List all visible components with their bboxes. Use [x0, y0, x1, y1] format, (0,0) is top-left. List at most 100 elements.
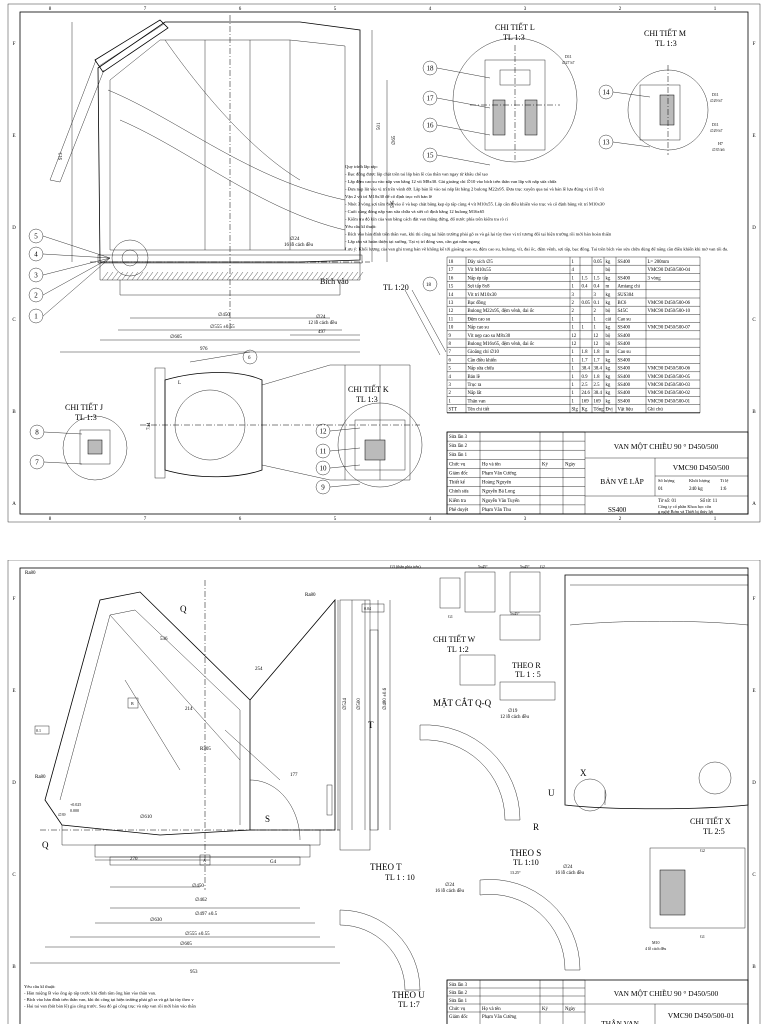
gdt-frame-2 — [361, 603, 385, 613]
bom-cell: 169 — [594, 399, 602, 404]
title2-row-label: Sửa lần 1 — [449, 999, 468, 1004]
detail-j — [62, 415, 128, 481]
lever-scale: TL 1:20 — [383, 283, 409, 292]
balloon-15-label: 15 — [427, 152, 435, 160]
bom-cell: 12 — [572, 342, 577, 347]
balloon-9: 9 — [315, 479, 331, 495]
bom-cell: Sợi tấp 8x8 — [468, 285, 491, 290]
bom-cell: 10 — [449, 326, 454, 331]
title2-col-date: Ngày — [565, 1007, 576, 1012]
dim-d555: ∅555 ±0.55 — [210, 324, 235, 330]
bom-cell: VMC90 D450/500-05 — [648, 375, 691, 380]
bom-cell: VMC90 D450/500-01 — [648, 399, 691, 404]
section-qq-holes-text: 12 lỗ cách đều — [500, 714, 530, 720]
title-row-label: Giám đốc — [449, 471, 468, 476]
bom-cell: SUS304 — [618, 293, 635, 298]
bom-cell: SS400 — [618, 399, 631, 404]
view-s-title: THEO S — [510, 848, 541, 858]
body-note-2: - Bích vào hàn đính trên thân van, khi t… — [24, 997, 194, 1003]
title-qty-label: Tỉ lệ — [720, 478, 728, 483]
column-marker-6: 6 — [239, 7, 242, 12]
bom-cell: Nắp sửa chữa — [468, 366, 495, 372]
row-marker-right-C: C — [752, 318, 756, 323]
bom-cell: 1 — [449, 399, 452, 404]
view-s: S — [265, 814, 270, 824]
bom-cell: 1 — [572, 285, 575, 290]
balloon-2-label: 2 — [34, 292, 38, 300]
dim-913: 913 — [59, 152, 64, 160]
title-drawing-type: BẢN VẼ LẮP — [600, 476, 644, 486]
bom-cell: 1.7 — [582, 358, 589, 363]
row-marker-2-D: D — [12, 781, 16, 786]
roughness-ra80b: Ra80 — [305, 593, 316, 598]
dim-254: 254 — [255, 667, 263, 672]
tol-lower: 0.000 — [70, 808, 79, 813]
assembly-note-1: - Bạc đồng được lắp chặt trên tai lắp bả… — [345, 172, 489, 177]
bom-cell: 1.8 — [582, 350, 589, 355]
title-code: VMC90 D450/500 — [673, 463, 730, 472]
bom-cell: SS400 — [618, 383, 631, 388]
bom-cell: 3 vòng — [648, 276, 662, 281]
body-note-1: - Hàn miệng B vào ống áp tấp trước khi đ… — [24, 991, 156, 996]
column-marker-2: 2 — [619, 7, 622, 12]
view-s-holes-text: 16 lỗ cách đều — [555, 870, 585, 876]
bom-cell: 1 — [572, 276, 575, 281]
bom-cell: kg — [606, 399, 611, 404]
balloon-14: 14 — [598, 84, 614, 100]
dim-d500: ∅500 — [356, 698, 362, 710]
assembly-note-4: Vặn 2 vít trí M10x30 để cố định trục với… — [345, 194, 432, 199]
view-t-arc — [339, 909, 421, 991]
dim-d497: ∅497 ±0.5 — [195, 911, 218, 917]
balloon-11-label: 11 — [320, 448, 327, 456]
lever-sketch — [404, 289, 447, 356]
bom-cell: 0.4 — [594, 285, 601, 290]
view-u-scale: TL 1:7 — [398, 1000, 420, 1009]
dim-d450: ∅450 — [192, 883, 204, 889]
assembly-note-7: - Kiểm tra độ kín của van bằng cách đặt … — [345, 217, 509, 223]
valve-side-view — [140, 351, 420, 481]
balloon-5-label: 5 — [34, 233, 38, 241]
bom-cell: Bulong M22x95, đệm vênh, đai ốc — [468, 309, 535, 314]
bom-cell: 0.05 — [582, 301, 591, 306]
bom-cell: 1.8 — [594, 375, 601, 380]
assembly-note-3: - Đưa nắp lắt vào vị trí trên vành đỡ. L… — [345, 187, 605, 192]
bom-cell: 38.4 — [594, 367, 603, 372]
view-x: X — [580, 768, 587, 778]
bom-header-cell: Ghi chú — [648, 408, 664, 413]
balloon-16: 16 — [422, 117, 438, 133]
bom-cell: 12 — [594, 334, 599, 339]
bom-cell: kg — [606, 260, 611, 265]
balloon-9-label: 9 — [321, 484, 325, 492]
bom-cell: 2 — [572, 301, 575, 306]
bom-cell: VMC90 D450/500-06 — [648, 367, 691, 372]
bom-cell: SS400 — [618, 375, 631, 380]
bom-cell: SS400 — [618, 260, 631, 265]
dim-595: 595 — [391, 200, 396, 208]
title-row-label: Chính sửa — [449, 490, 469, 495]
section-qq-holes: ∅19 — [508, 708, 518, 714]
bom-cell: 38.4 — [594, 391, 603, 396]
view-s-holes: ∅24 — [563, 864, 573, 870]
bom-cell: 1.8 — [594, 350, 601, 355]
bom-cell: 13 — [449, 301, 454, 306]
bom-cell: bộ — [606, 268, 611, 273]
balloon-17: 17 — [422, 90, 438, 106]
title2-row-name: Phạm Văn Cường — [482, 1015, 517, 1020]
row-marker-right-E: E — [752, 134, 755, 139]
balloon-5: 5 — [28, 228, 44, 244]
row-marker-C: C — [12, 318, 16, 323]
column-marker-bottom-7: 7 — [144, 517, 147, 522]
holes-12-d24: ∅24 — [316, 314, 326, 320]
title-row-name: Phạm Văn Thu — [482, 508, 511, 513]
balloon-10-label: 10 — [320, 465, 328, 473]
gdt-2: 0.04 — [364, 606, 371, 611]
column-marker-bottom-4: 4 — [429, 517, 432, 522]
bom-cell: 24.6 — [582, 391, 591, 396]
assembly-note-5: - Nhét 3 vòng sợi tẩm 8x8 vào ổ và kẹp c… — [345, 202, 605, 207]
bom-cell: 4 — [449, 375, 452, 380]
